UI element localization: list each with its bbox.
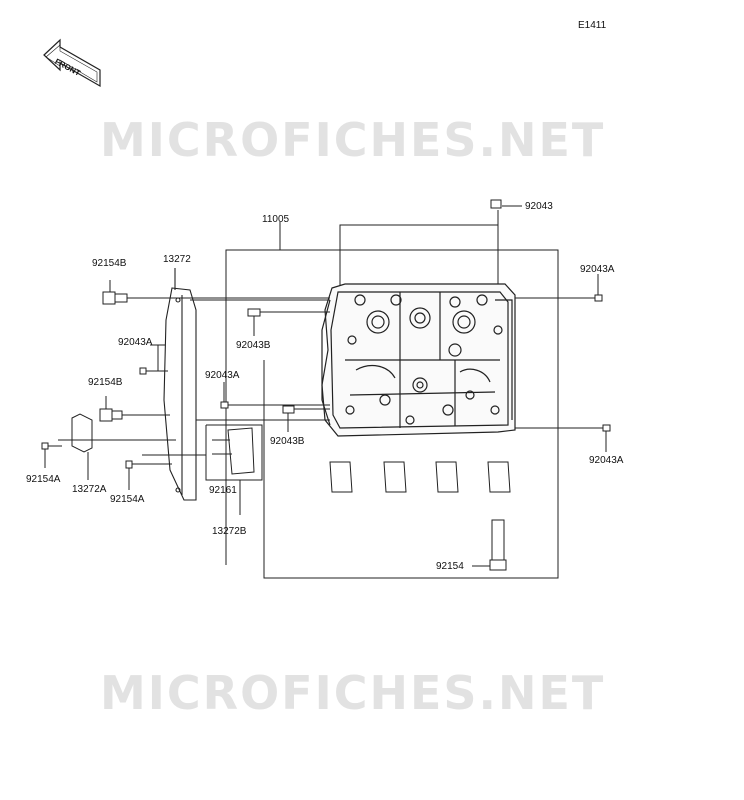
bracket-11005	[225, 249, 559, 579]
label-92154: 92154	[436, 561, 464, 572]
bracket-13272a	[58, 413, 176, 480]
bolt-92154b-upper	[102, 280, 330, 305]
plate-13272	[163, 268, 197, 501]
diagram-code: E1411	[578, 20, 607, 31]
bolt-92154	[472, 519, 507, 571]
label-13272a: 13272A	[72, 484, 107, 495]
label-92043a-left: 92043A	[118, 337, 153, 348]
label-92154a-left: 92154A	[26, 474, 61, 485]
label-13272b: 13272B	[212, 526, 247, 537]
label-92154b-lower: 92154B	[88, 377, 123, 388]
bearing-inserts	[329, 461, 511, 493]
label-92043a-right-bottom: 92043A	[589, 455, 624, 466]
sensor-cover-92161	[212, 427, 255, 475]
front-arrow-icon	[43, 38, 101, 88]
label-13272: 13272	[163, 254, 191, 265]
watermark-bottom: MICROFICHES.NET	[100, 666, 606, 720]
label-92043a-mid: 92043A	[205, 370, 240, 381]
crankcase-block	[321, 283, 516, 437]
label-92043b-lower: 92043B	[270, 436, 305, 447]
label-92043b-upper: 92043B	[236, 340, 271, 351]
label-11005: 11005	[262, 214, 290, 225]
label-92154a-lower: 92154A	[110, 494, 145, 505]
label-92043a-right-top: 92043A	[580, 264, 615, 275]
label-92154b-upper: 92154B	[92, 258, 127, 269]
label-92043-top: 92043	[525, 201, 553, 212]
bolt-92154b-lower	[99, 396, 170, 422]
watermark-top: MICROFICHES.NET	[100, 113, 606, 167]
label-92161: 92161	[209, 485, 237, 496]
